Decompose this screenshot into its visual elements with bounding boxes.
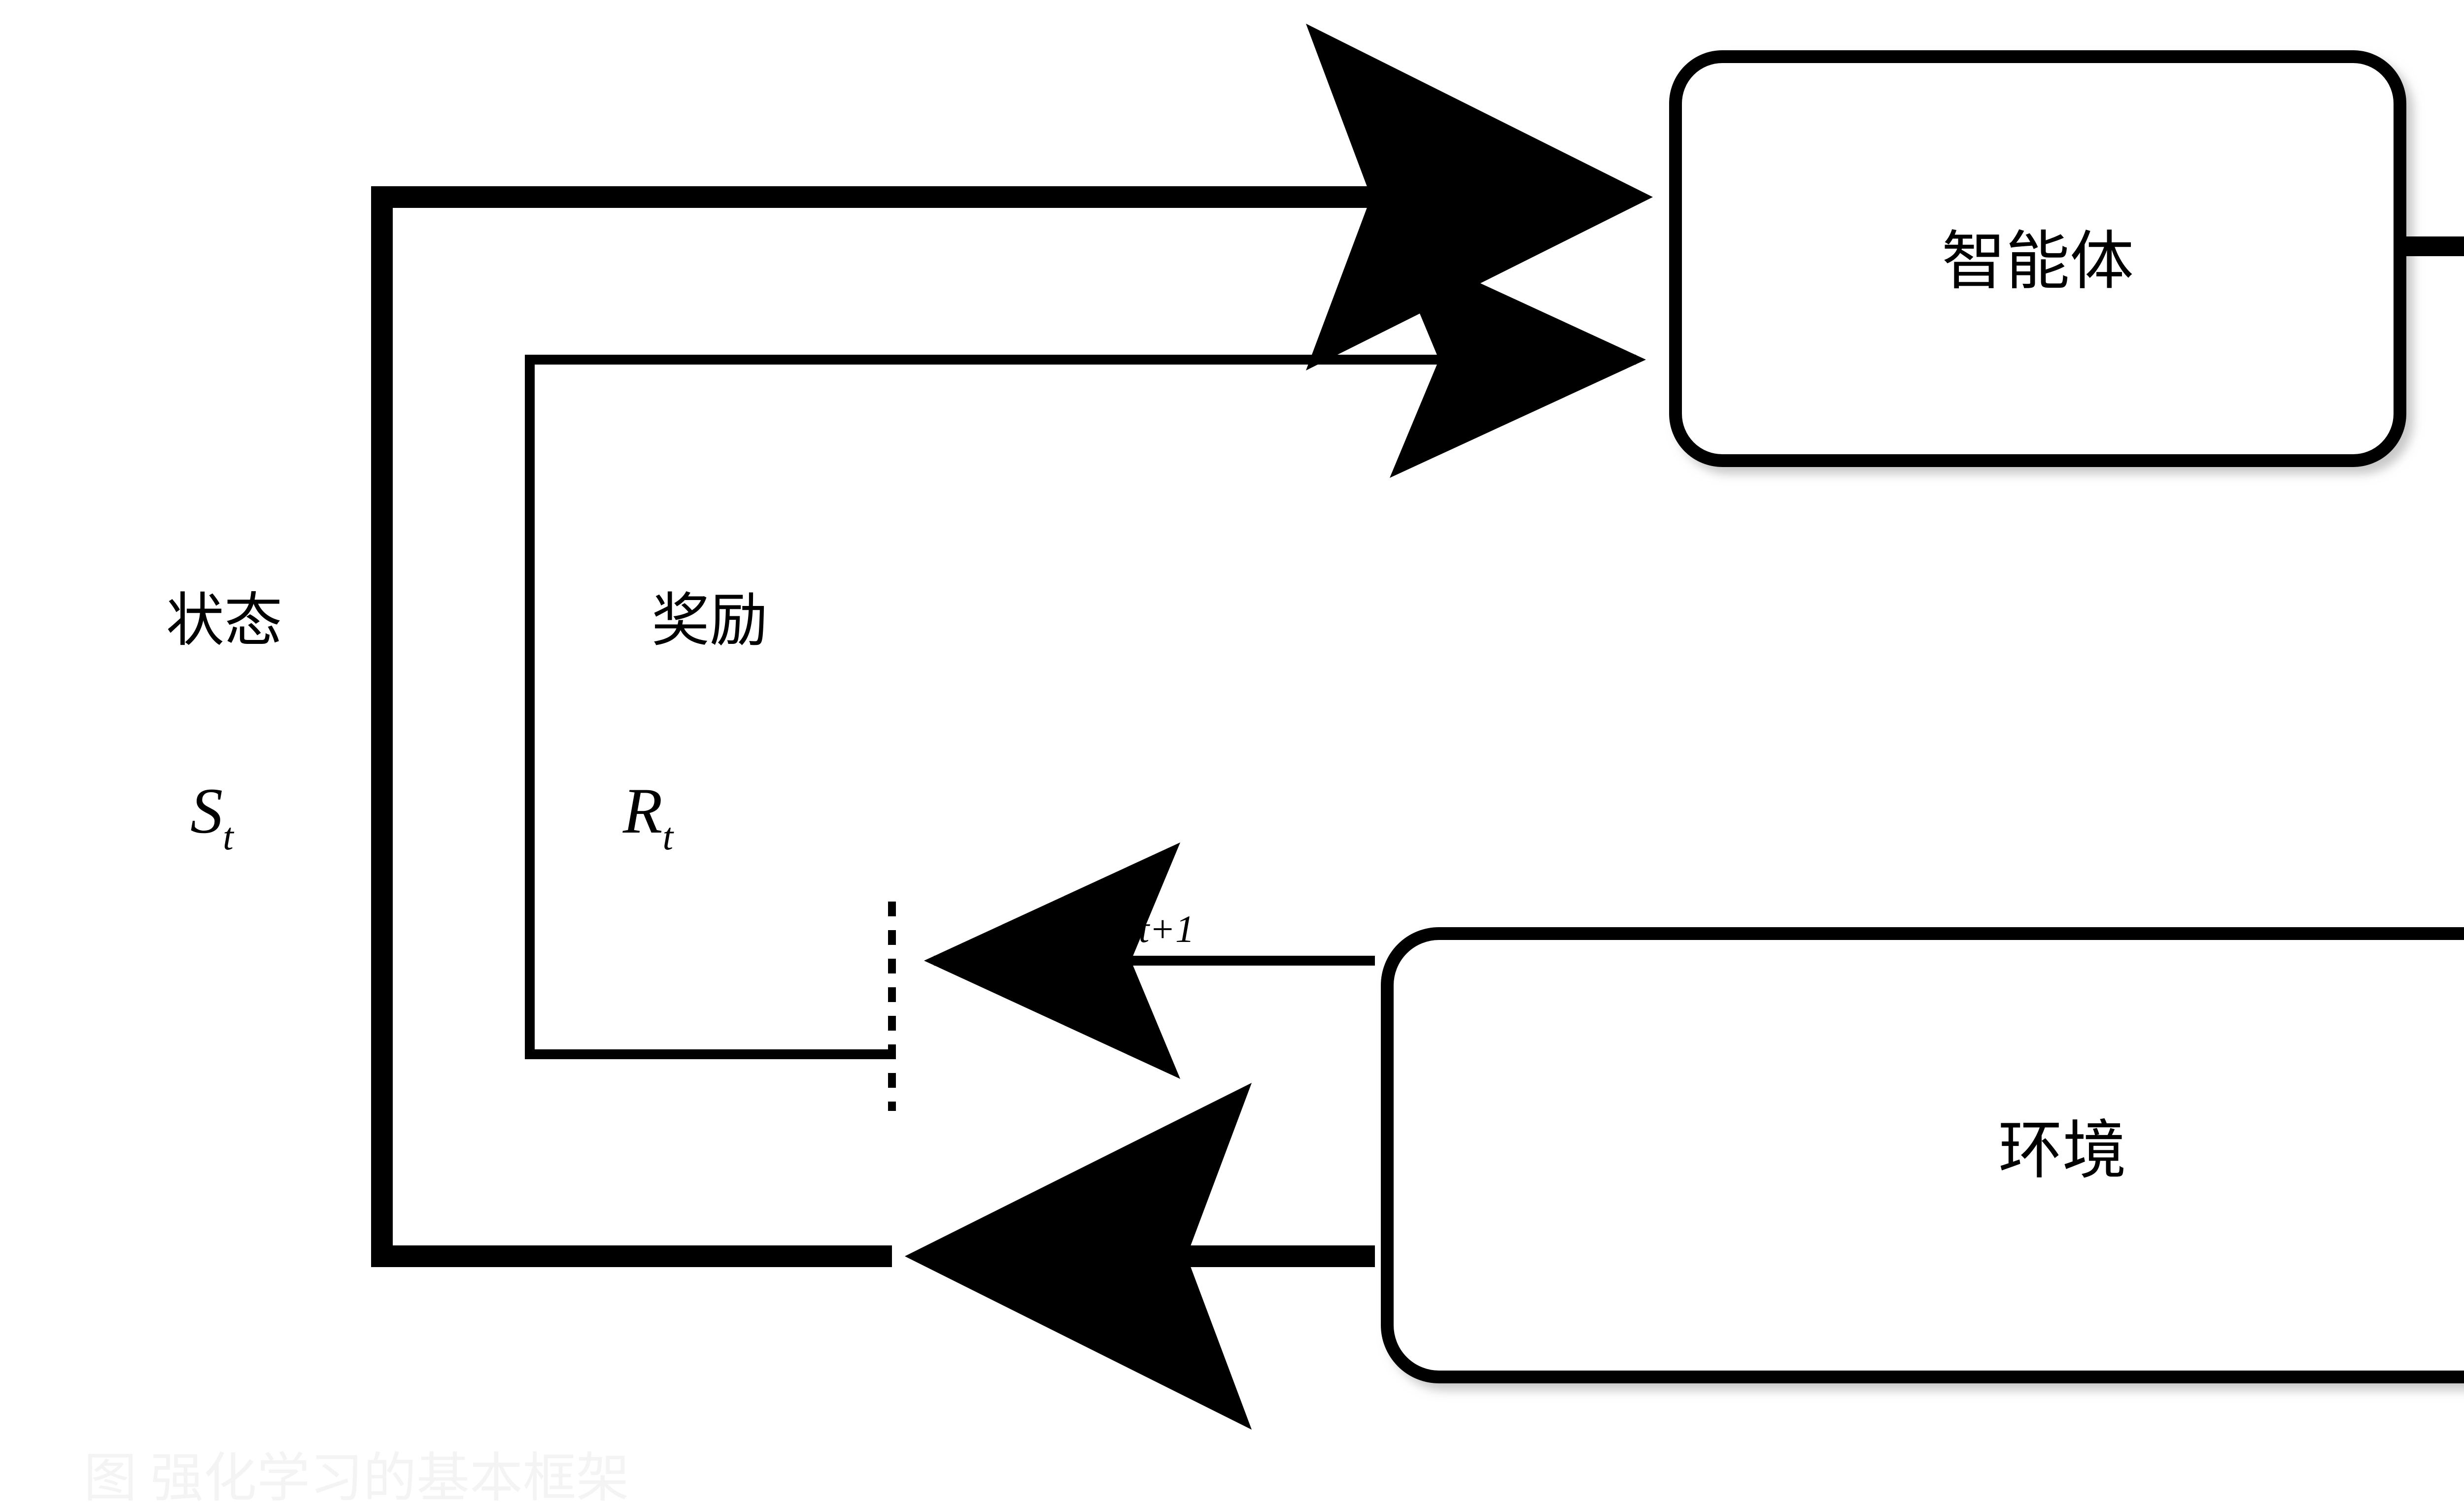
state-feedback-edge[interactable] (371, 24, 1653, 1267)
state-symbol-letter: S (190, 774, 223, 847)
state-next-edge-label: St+1 (1105, 1161, 1191, 1239)
agent-box-shape[interactable] (1669, 50, 2406, 467)
reward-next-symbol: Rt+1 (1101, 873, 1195, 950)
agent-node[interactable]: 智能体 (1669, 50, 2406, 467)
environment-box-shape[interactable] (1381, 927, 2464, 1383)
state-symbol: St (190, 774, 235, 858)
reward-symbol: Rt (622, 774, 675, 858)
reward-next-subscript: t+1 (1139, 907, 1195, 950)
environment-label: 环境 (1998, 1116, 2126, 1187)
reward-symbol-subscript: t (662, 815, 674, 858)
reward-feedback-path[interactable] (525, 241, 1646, 1059)
state-side-label: 状态 St (166, 589, 282, 858)
state-next-symbol: St+1 (1105, 1161, 1191, 1239)
reward-feedback-edge[interactable] (525, 241, 1646, 1059)
reward-side-label: 奖励 Rt (622, 589, 768, 858)
state-next-subscript: t+1 (1135, 1196, 1191, 1239)
reward-next-edge-label: Rt+1 (1101, 873, 1195, 950)
reward-symbol-letter: R (622, 774, 663, 847)
state-label-text: 状态 (166, 589, 282, 653)
state-feedback-path[interactable] (371, 24, 1653, 1267)
state-next-letter: S (1105, 1161, 1135, 1228)
environment-node[interactable]: 环境 (1381, 927, 2464, 1383)
reward-next-letter: R (1101, 873, 1139, 939)
reward-label-text: 奖励 (651, 589, 768, 653)
state-symbol-subscript: t (223, 815, 235, 858)
agent-label: 智能体 (1942, 227, 2134, 298)
